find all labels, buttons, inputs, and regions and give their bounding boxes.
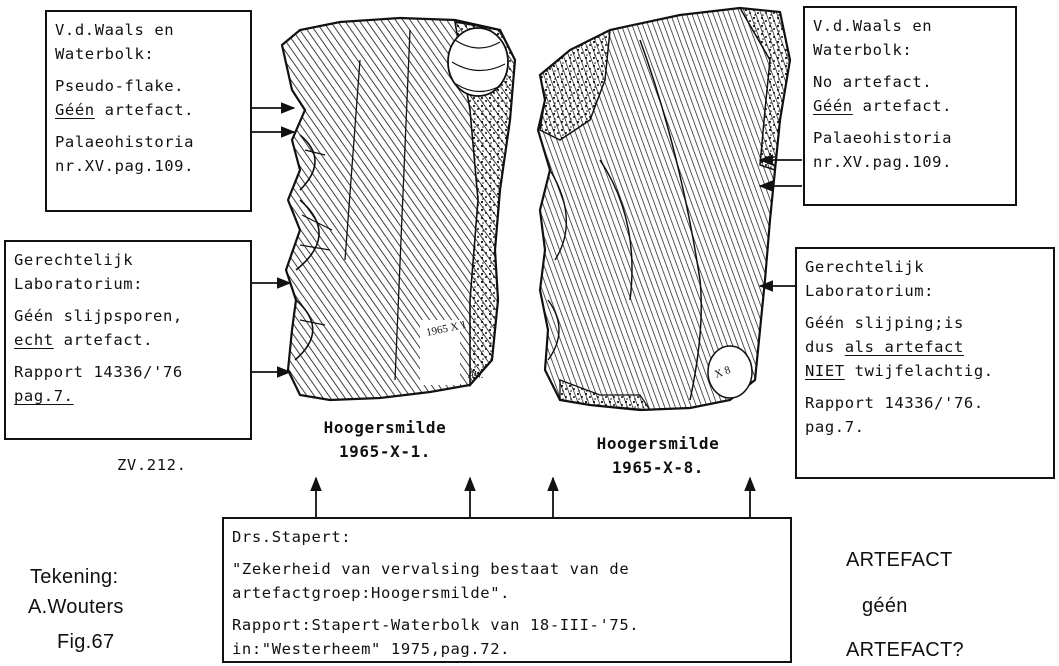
artefact-left-site: Hoogersmilde (305, 416, 465, 440)
figure-number: Fig.67 (57, 630, 114, 654)
box-text-line-2-pre: dus (805, 338, 845, 356)
box-text-line-3-rest: twijfelachtig. (845, 362, 994, 380)
box-text-line-1: Géén slijpsporen, (14, 304, 242, 328)
underlined-word: Géén (813, 97, 853, 115)
box-text-line-2: dus als artefact (805, 335, 1045, 359)
box-title-line-1: V.d.Waals en (55, 18, 242, 42)
zv-label: ZV.212. (117, 453, 187, 477)
box-title-line-2: Laboratorium: (14, 272, 242, 296)
box-vdwaals-right: V.d.Waals en Waterbolk: No artefact. Géé… (803, 6, 1017, 206)
box-title-line-1: V.d.Waals en (813, 14, 1007, 38)
box-ref-line-2: in:"Westerheem" 1975,pag.72. (232, 637, 782, 661)
box-title-line-2: Waterbolk: (55, 42, 242, 66)
artefact-right-label: Hoogersmilde 1965-X-8. (578, 432, 738, 480)
underlined-word: Géén (55, 101, 95, 119)
box-quote-line-2: artefactgroep:Hoogersmilde". (232, 581, 782, 605)
box-text-line-2: Géén artefact. (813, 94, 1007, 118)
box-text-line-2-rest: artefact. (853, 97, 952, 115)
box-text-line-2: Géén artefact. (55, 98, 242, 122)
question-line-1: ARTEFACT (846, 548, 953, 572)
box-title: Drs.Stapert: (232, 525, 782, 549)
artefact-right-site: Hoogersmilde (578, 432, 738, 456)
box-ref-line-2: nr.XV.pag.109. (55, 154, 242, 178)
box-text-line-1: Pseudo-flake. (55, 74, 242, 98)
box-text-line-2-rest: artefact. (95, 101, 194, 119)
box-ref-line-2: pag.7. (14, 384, 242, 408)
box-text-line-2: echt artefact. (14, 328, 242, 352)
box-ref-line-2: nr.XV.pag.109. (813, 150, 1007, 174)
question-line-3: ARTEFACT? (846, 638, 964, 662)
box-title-line-1: Gerechtelijk (14, 248, 242, 272)
box-text-line-1: No artefact. (813, 70, 1007, 94)
underlined-word: NIET (805, 362, 845, 380)
box-quote-line-1: "Zekerheid van vervalsing bestaat van de (232, 557, 782, 581)
artefact-left-number: 1965-X-1. (305, 440, 465, 464)
artefact-left-label: Hoogersmilde 1965-X-1. (305, 416, 465, 464)
box-stapert: Drs.Stapert: "Zekerheid van vervalsing b… (222, 517, 792, 663)
box-ref-line-1: Palaeohistoria (813, 126, 1007, 150)
box-ref-line-1: Rapport 14336/'76. (805, 391, 1045, 415)
underlined-phrase: als artefact (845, 338, 964, 356)
artefact-left-drawing (282, 18, 515, 400)
box-laboratorium-right: Gerechtelijk Laboratorium: Géén slijping… (795, 247, 1055, 479)
box-ref-line-1: Palaeohistoria (55, 130, 242, 154)
box-ref-line-1: Rapport:Stapert-Waterbolk van 18-III-'75… (232, 613, 782, 637)
artefact-right-number: 1965-X-8. (578, 456, 738, 480)
underlined-word: echt (14, 331, 54, 349)
artefact-right-drawing (538, 8, 790, 410)
box-text-line-3: NIET twijfelachtig. (805, 359, 1045, 383)
box-laboratorium-left: Gerechtelijk Laboratorium: Géén slijpspo… (4, 240, 252, 440)
box-ref-line-1: Rapport 14336/'76 (14, 360, 242, 384)
box-title-line-2: Waterbolk: (813, 38, 1007, 62)
artist-initials: AW. (467, 370, 484, 381)
box-vdwaals-left: V.d.Waals en Waterbolk: Pseudo-flake. Gé… (45, 10, 252, 212)
drawing-credit-name: A.Wouters (28, 595, 124, 619)
underlined-ref: pag.7. (14, 387, 74, 405)
box-title-line-1: Gerechtelijk (805, 255, 1045, 279)
box-title-line-2: Laboratorium: (805, 279, 1045, 303)
box-text-line-1: Géén slijping;is (805, 311, 1045, 335)
question-line-2: géén (862, 594, 908, 618)
box-text-line-2-rest: artefact. (54, 331, 153, 349)
drawing-credit-label: Tekening: (30, 565, 118, 589)
box-ref-line-2: pag.7. (805, 415, 1045, 439)
